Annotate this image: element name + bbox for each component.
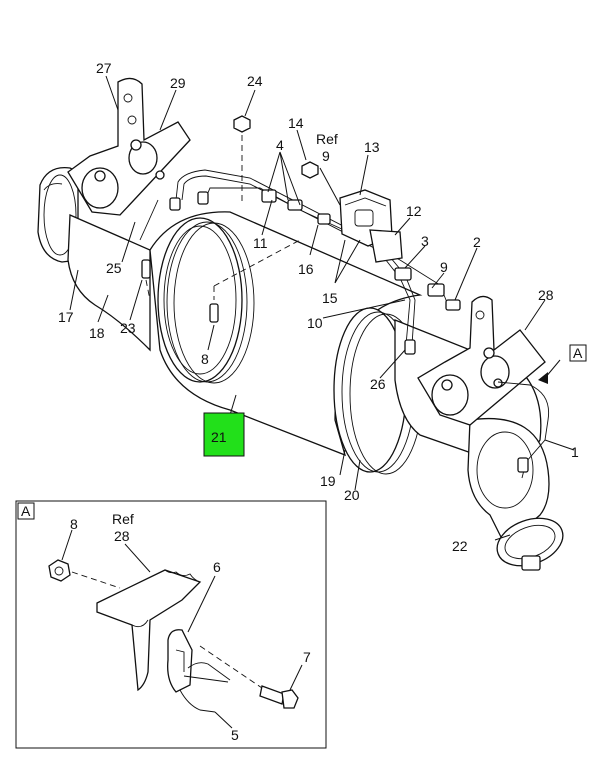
callout-11: 11 bbox=[253, 235, 268, 251]
callout-3: 3 bbox=[421, 233, 429, 249]
callout-13: 13 bbox=[364, 139, 380, 155]
right-mounting-bracket bbox=[417, 295, 546, 426]
sensor-module bbox=[339, 189, 403, 263]
detail-callout-8: 8 bbox=[70, 516, 78, 532]
callout-2: 2 bbox=[473, 234, 481, 250]
callout-15: 15 bbox=[322, 290, 338, 306]
detail-nut bbox=[48, 559, 71, 582]
view-marker-letter: A bbox=[573, 345, 583, 361]
callout-29: 29 bbox=[170, 75, 186, 91]
callout-26: 26 bbox=[370, 376, 386, 392]
callout-12: 12 bbox=[406, 203, 422, 219]
callout-1: 1 bbox=[571, 444, 579, 460]
detail-view-a: A 8 Ref 28 6 7 bbox=[15, 500, 327, 749]
callout-14: 14 bbox=[288, 115, 304, 131]
callout-9-right: 9 bbox=[440, 259, 448, 275]
callout-27: 27 bbox=[96, 60, 112, 76]
callout-28: 28 bbox=[538, 287, 554, 303]
detail-callout-ref: Ref bbox=[112, 511, 134, 527]
callout-10: 10 bbox=[307, 315, 323, 331]
callout-8-main: 8 bbox=[201, 351, 209, 367]
detail-letter: A bbox=[21, 503, 31, 519]
fasteners bbox=[141, 115, 319, 323]
callout-16: 16 bbox=[298, 261, 314, 277]
sensor-lines bbox=[139, 169, 550, 479]
leader-lines bbox=[69, 75, 575, 541]
main-assembly: 27 29 24 14 Ref 9 13 4 12 11 3 2 16 9 15… bbox=[37, 60, 587, 571]
callout-ref-label: Ref bbox=[316, 131, 338, 147]
detail-callout-28: 28 bbox=[114, 528, 130, 544]
callout-18: 18 bbox=[89, 325, 105, 341]
detail-letter-box bbox=[17, 502, 35, 520]
callout-labels: 27 29 24 14 Ref 9 13 4 12 11 3 2 16 9 15… bbox=[58, 60, 579, 554]
outlet-elbow bbox=[467, 418, 564, 571]
left-mounting-bracket bbox=[67, 77, 191, 216]
view-marker-box bbox=[569, 344, 587, 362]
detail-bracket bbox=[96, 569, 202, 692]
callout-20: 20 bbox=[344, 487, 360, 503]
detail-callout-5: 5 bbox=[231, 727, 239, 743]
callout-24: 24 bbox=[247, 73, 263, 89]
callout-21: 21 bbox=[211, 429, 227, 445]
callout-22: 22 bbox=[452, 538, 468, 554]
detail-callout-6: 6 bbox=[213, 559, 221, 575]
callout-23: 23 bbox=[120, 320, 136, 336]
highlight-box-21 bbox=[203, 412, 245, 457]
detail-callout-7: 7 bbox=[303, 649, 311, 665]
dpf-canister bbox=[67, 211, 542, 475]
callout-25: 25 bbox=[106, 260, 122, 276]
detail-frame bbox=[15, 500, 327, 749]
callout-4: 4 bbox=[276, 137, 284, 153]
callout-17: 17 bbox=[58, 309, 74, 325]
detail-bolt bbox=[259, 685, 299, 709]
callout-19: 19 bbox=[320, 473, 336, 489]
callout-9-top: 9 bbox=[322, 148, 330, 164]
